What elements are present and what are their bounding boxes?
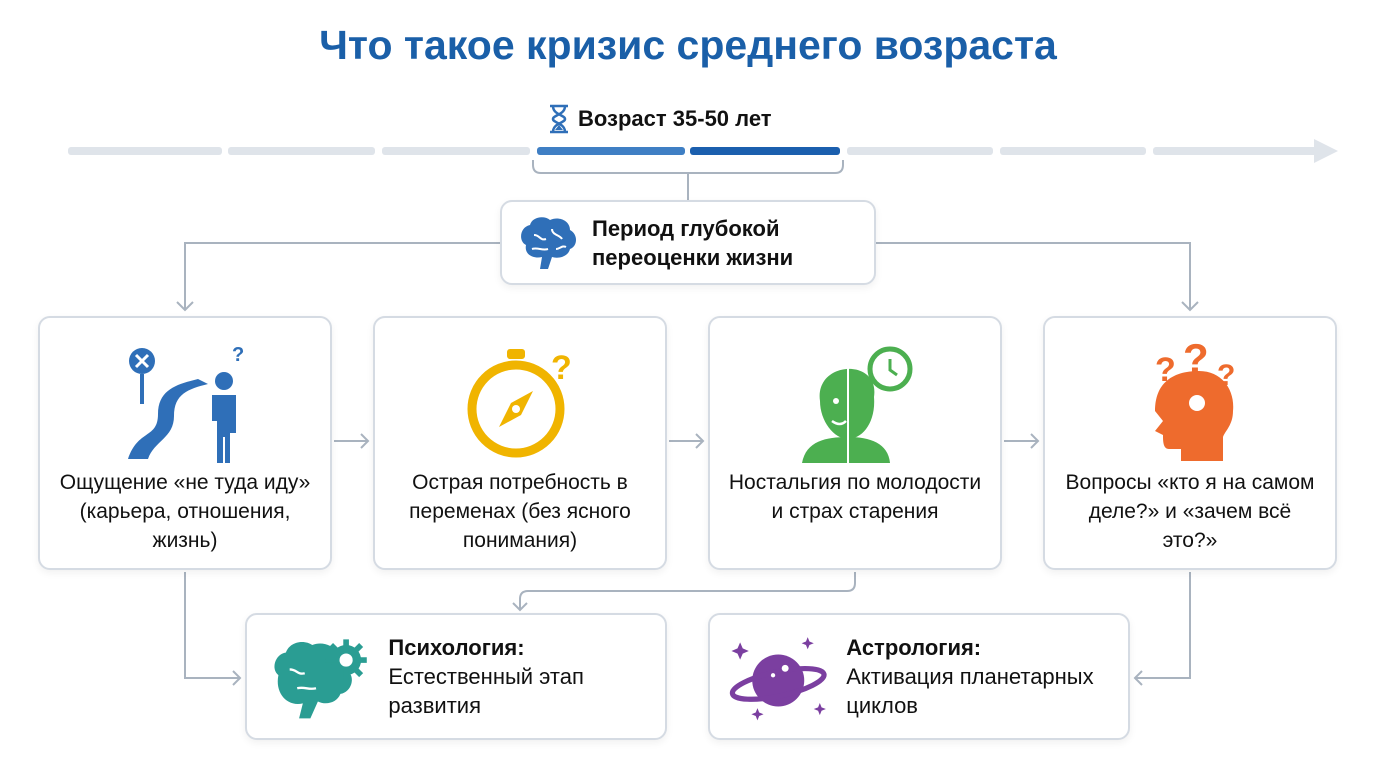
astrology-text: Активация планетарных циклов <box>846 664 1094 718</box>
timeline-segment-highlight <box>537 147 685 155</box>
symptom-card-questions: ??? Вопросы «кто я на самом деле?» и «за… <box>1043 316 1337 570</box>
psychology-heading: Психология: <box>388 635 525 660</box>
astrology-heading: Астрология: <box>846 635 982 660</box>
psychology-text: Естественный этап развития <box>388 664 584 718</box>
card-text: Ностальгия по молодости и страх старения <box>728 471 982 523</box>
timeline-segment-highlight <box>690 147 840 155</box>
compass-icon: ? <box>467 348 572 457</box>
question-head-icon: ??? <box>1155 341 1235 461</box>
lost-road-icon: ? <box>128 344 244 463</box>
psychology-box: Психология: Естественный этап развития <box>245 613 667 740</box>
svg-text:?: ? <box>232 344 244 366</box>
central-text-line2: переоценки жизни <box>592 244 794 270</box>
timeline-segment <box>1000 147 1146 155</box>
svg-text:?: ? <box>551 349 572 387</box>
age-range-label: Возраст 35-50 лет <box>548 104 772 134</box>
timeline-segment <box>68 147 222 155</box>
svg-text:?: ? <box>1155 351 1176 389</box>
timeline-segment <box>847 147 993 155</box>
brain-gear-icon <box>274 638 367 718</box>
symptom-card-need-change: ? Острая потребность в переменах (без яс… <box>373 316 667 570</box>
symptom-card-nostalgia: Ностальгия по молодости и страх старения <box>708 316 1002 570</box>
timeline-segment <box>382 147 530 155</box>
svg-text:?: ? <box>1183 341 1209 382</box>
timeline-segment <box>228 147 375 155</box>
age-bracket <box>532 160 844 174</box>
card-text: Ощущение «не туда иду» (карьера, отношен… <box>59 471 311 552</box>
symptom-card-wrong-path: ? Ощущение «не туда иду» (карьера, отнош… <box>38 316 332 570</box>
age-range-text: Возраст 35-50 лет <box>578 106 772 131</box>
central-concept-box: Период глубокой переоценки жизни <box>500 200 876 285</box>
card-text: Вопросы «кто я на самом деле?» и «зачем … <box>1065 471 1315 552</box>
brain-icon <box>521 216 576 269</box>
timeline-segment <box>1153 147 1318 155</box>
astrology-box: Астрология: Активация планетарных циклов <box>708 613 1130 740</box>
central-text-line1: Период глубокой <box>592 215 780 241</box>
hourglass-icon <box>550 104 568 134</box>
timeline-arrowhead <box>1314 139 1338 163</box>
svg-text:?: ? <box>1217 359 1235 392</box>
planet-icon <box>729 636 827 720</box>
page-title: Что такое кризис среднего возраста <box>319 22 1057 68</box>
aging-face-icon <box>802 346 913 463</box>
card-text: Острая потребность в переменах (без ясно… <box>409 471 631 552</box>
